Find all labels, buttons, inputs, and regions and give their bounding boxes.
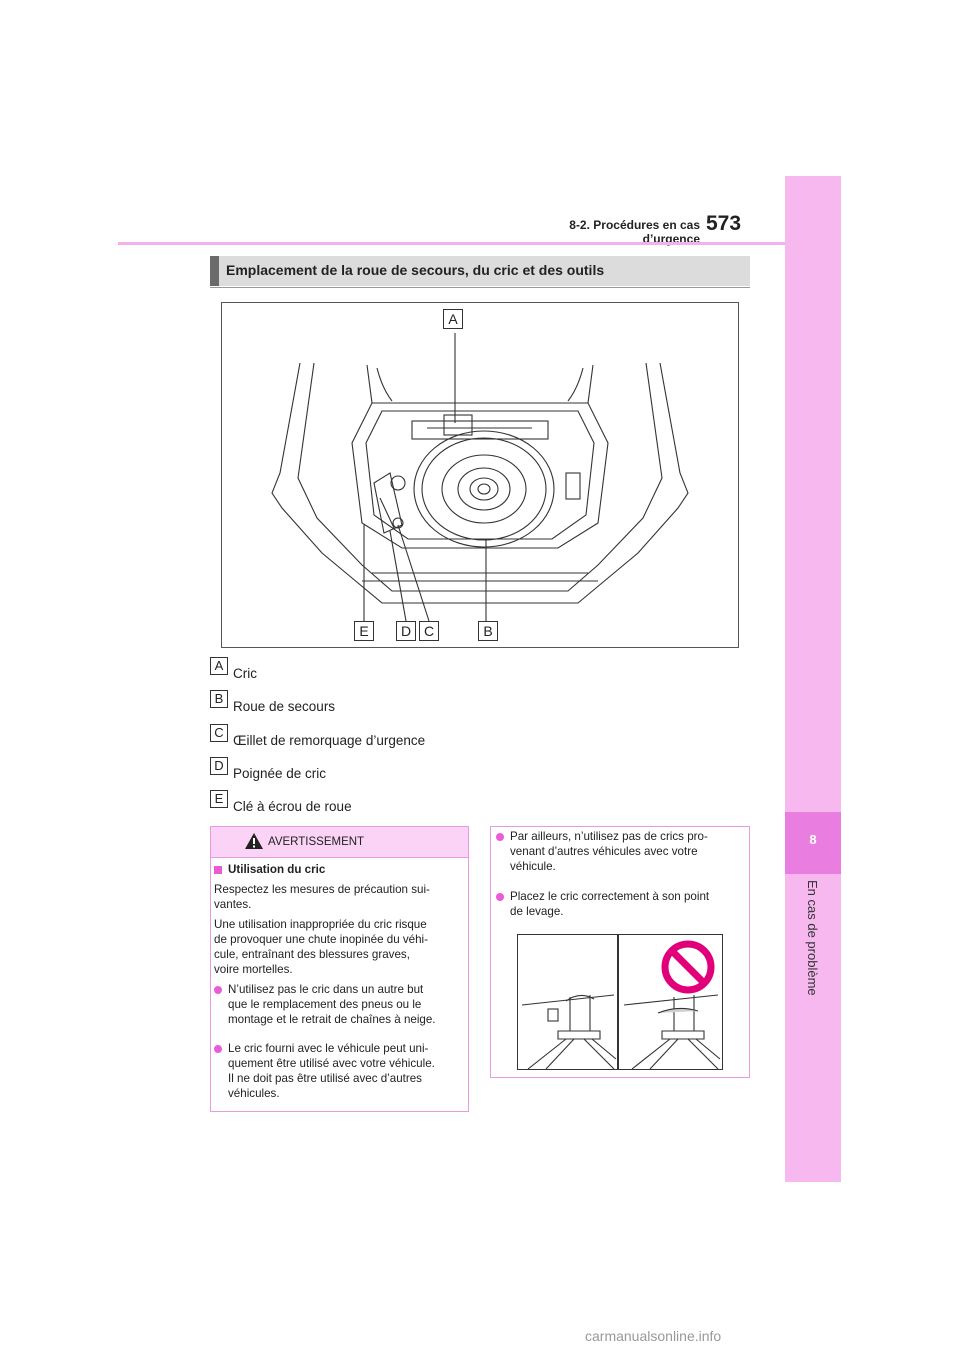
section-title-rule [210, 287, 750, 288]
header-rule [118, 242, 785, 245]
legend-label: Clé à écrou de roue [233, 799, 352, 814]
callout-e: E [354, 621, 374, 641]
bullet-dot-icon [496, 893, 504, 901]
section-title-bar [210, 256, 750, 286]
prohibition-icon [661, 940, 715, 994]
trunk-illustration: A B C D E [221, 302, 739, 648]
legend-letter: D [210, 757, 228, 775]
callout-d: D [396, 621, 416, 641]
warning-triangle-icon [245, 833, 263, 849]
legend-label: Poignée de cric [233, 766, 327, 781]
section-title-accent [210, 256, 219, 286]
warning-bullet-3: Par ailleurs, n’utilisez pas de crics pr… [510, 830, 708, 873]
jack-placement-drawing [521, 935, 721, 1070]
chapter-number: 8 [809, 832, 817, 847]
warning-intro-1: Respectez les mesures de précaution sui-… [214, 883, 430, 911]
jack-placement-illustration [517, 934, 723, 1070]
section-title: Emplacement de la roue de secours, du cr… [226, 262, 605, 278]
legend-label: Roue de secours [233, 699, 336, 714]
trunk-drawing [271, 333, 689, 622]
square-bullet-icon [214, 866, 222, 874]
bullet-dot-icon [214, 986, 222, 994]
page-number: 573 [706, 212, 742, 235]
footer-watermark-url[interactable]: carmanualsonline.info [585, 1328, 722, 1344]
chapter-title-vertical: En cas de problème [805, 880, 825, 1040]
warning-bullet-4: Placez le cric correctement à son point … [510, 890, 710, 918]
warning-bullet-1: N’utilisez pas le cric dans un autre but… [228, 983, 436, 1026]
legend-letter: E [210, 790, 228, 808]
legend-letter: A [210, 657, 228, 675]
bullet-dot-icon [496, 833, 504, 841]
chapter-title: En cas de problème [805, 880, 820, 996]
warning-title: AVERTISSEMENT [268, 836, 365, 848]
legend-letter: B [210, 690, 228, 708]
callout-b: B [478, 621, 498, 641]
chapter-tab-marker [785, 812, 841, 874]
legend-label: Cric [233, 666, 257, 681]
warning-panel-continued [490, 826, 750, 1078]
callout-c: C [419, 621, 439, 641]
chapter-side-tab [785, 176, 841, 1182]
callout-a: A [443, 309, 463, 329]
bullet-dot-icon [214, 1045, 222, 1053]
warning-panel [210, 826, 469, 1112]
legend-label: Œillet de remorquage d’urgence [233, 733, 426, 748]
warning-subtitle: Utilisation du cric [228, 863, 326, 876]
warning-intro-2: Une utilisation inappropriée du cric ris… [214, 918, 428, 976]
legend-letter: C [210, 724, 228, 742]
warning-header-rule [211, 857, 468, 858]
warning-bullet-2: Le cric fourni avec le véhicule peut uni… [228, 1042, 435, 1100]
